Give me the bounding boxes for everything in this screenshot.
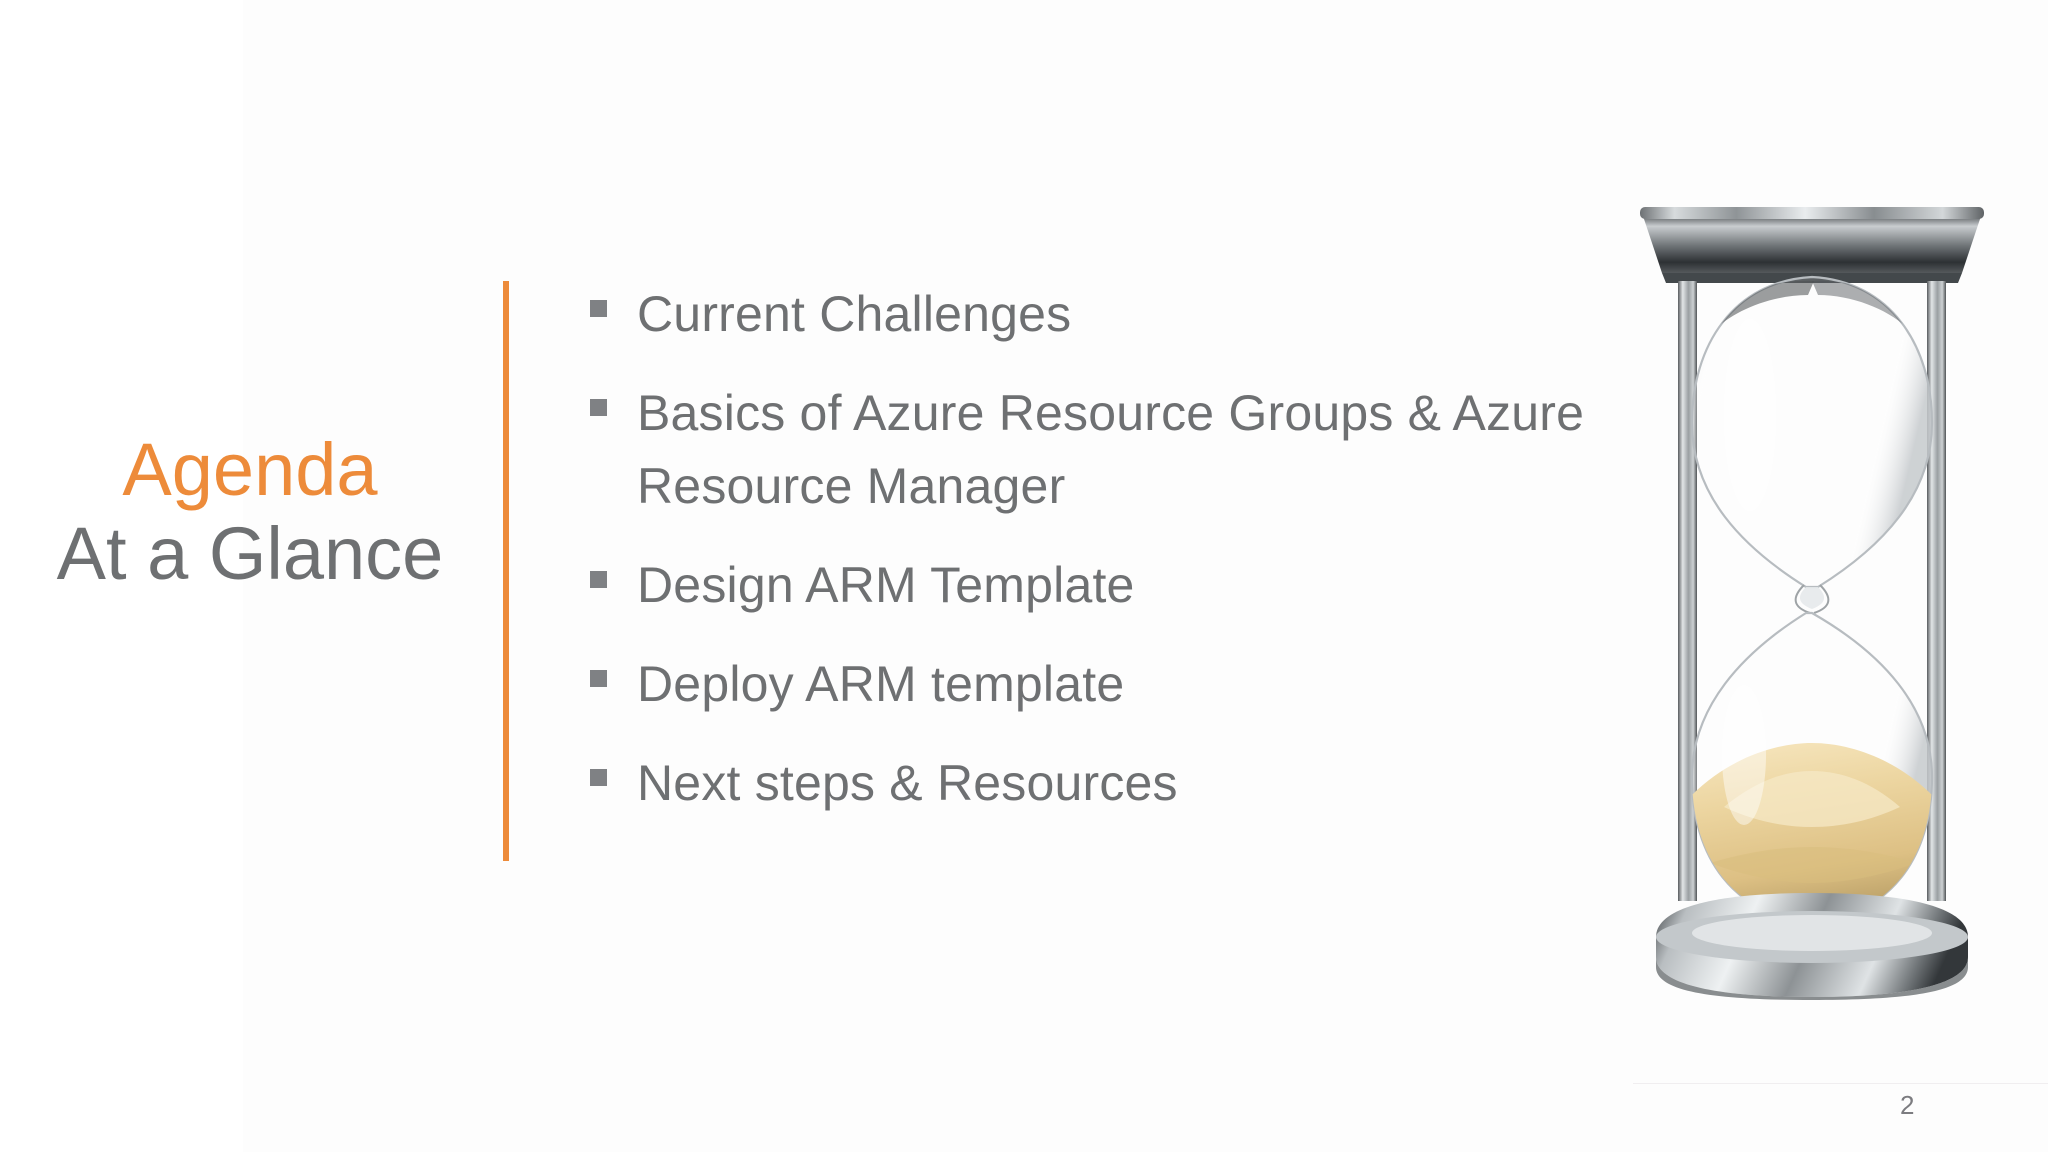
square-bullet-icon: [590, 670, 607, 687]
square-bullet-icon: [590, 571, 607, 588]
square-bullet-icon: [590, 769, 607, 786]
list-item[interactable]: Basics of Azure Resource Groups & Azure …: [590, 377, 1660, 523]
list-item-label: Deploy ARM template: [637, 656, 1125, 712]
list-item[interactable]: Deploy ARM template: [590, 648, 1660, 721]
list-item-label: Basics of Azure Resource Groups & Azure …: [637, 385, 1585, 514]
footer-divider: [1633, 1083, 2048, 1084]
page-number: 2: [1900, 1090, 1915, 1120]
list-item[interactable]: Current Challenges: [590, 278, 1660, 351]
list-item-label: Current Challenges: [637, 286, 1072, 342]
list-item[interactable]: Next steps & Resources: [590, 747, 1660, 820]
list-item-label: Next steps & Resources: [637, 755, 1178, 811]
title-subtitle: At a Glance: [56, 511, 444, 595]
hourglass-icon: [1632, 195, 1992, 1000]
square-bullet-icon: [590, 300, 607, 317]
title-main: Agenda: [122, 428, 378, 511]
agenda-list: Current Challenges Basics of Azure Resou…: [590, 278, 1660, 846]
square-bullet-icon: [590, 399, 607, 416]
list-item-label: Design ARM Template: [637, 557, 1135, 613]
accent-rule: [503, 281, 509, 861]
list-item[interactable]: Design ARM Template: [590, 549, 1660, 622]
page-title: Agenda At a Glance: [40, 430, 460, 594]
